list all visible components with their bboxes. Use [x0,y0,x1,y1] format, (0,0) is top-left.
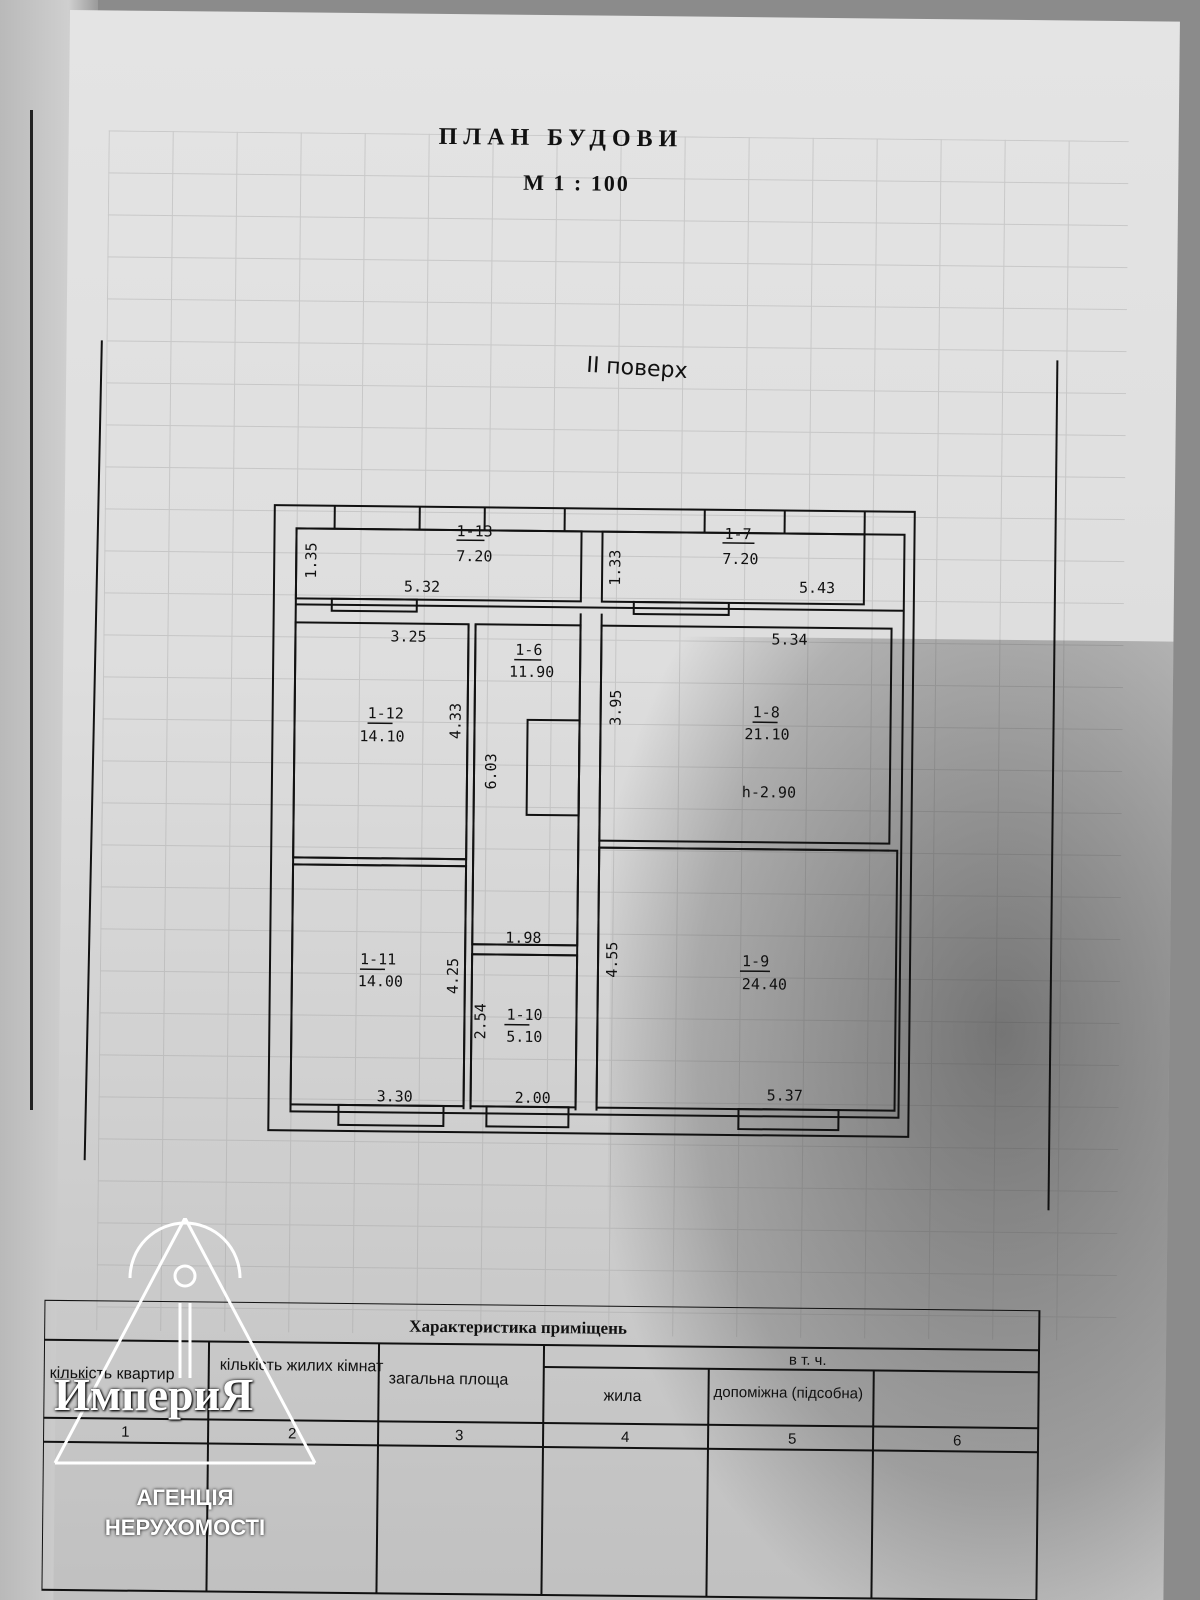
watermark-agency: АГЕНЦІЯ НЕРУХОМОСТІ [40,1483,330,1543]
dimension: 5.34 [771,630,807,648]
room-id: 1-11 [360,950,396,968]
dimension: 1.33 [606,550,624,586]
window-sill [485,1105,570,1129]
room-id: 1-10 [506,1006,542,1024]
room-area: 21.10 [744,725,789,743]
ceiling-height: h-2.90 [742,783,796,802]
window-sill [737,1108,840,1132]
column-number: 4 [621,1429,630,1446]
room-id: 1-12 [368,704,404,722]
room-id: 1-9 [742,952,769,970]
room-area: 14.00 [358,972,403,990]
room-area: 7.20 [456,547,492,565]
partition [295,603,904,612]
dimension: 1.98 [505,929,541,947]
group-header: в т. ч. [789,1352,827,1369]
room-area: 24.40 [742,975,787,993]
watermark-brand: ИмпериЯ [54,1369,254,1420]
room-area: 14.10 [359,727,404,745]
dimension: 3.30 [377,1087,413,1105]
partition [293,856,467,861]
dimension: 2.54 [471,1003,489,1039]
dimension: 4.25 [444,958,462,994]
room-id: 1-6 [515,641,542,659]
floor-plan: 1-13 7.20 1-7 7.20 1-6 11.90 1-12 14.10 … [267,504,916,1138]
watermark-line: НЕРУХОМОСТІ [104,1515,266,1540]
table-heading: Характеристика приміщень [409,1317,627,1338]
characteristics-table: Характеристика приміщень кількість кварт… [41,1299,1041,1600]
logo-emblem [53,1218,317,1465]
room-1-13 [294,527,583,603]
column-number: 5 [788,1431,797,1448]
room-1-7 [600,530,866,606]
dimension: 1.35 [302,542,320,578]
room-area: 5.10 [506,1028,542,1046]
window-sill [330,597,418,613]
room-id: 1-8 [753,703,780,721]
partition [472,943,578,947]
column-header: загальна площа [389,1370,509,1388]
dimension: 3.25 [390,627,426,645]
dimension: 5.43 [799,579,835,597]
dimension: 3.95 [607,690,625,726]
dimension: 6.03 [482,753,500,789]
watermark-logo: ИмпериЯ АГЕНЦІЯ НЕРУХОМОСТІ [40,1218,330,1558]
column-header: допоміжна (підсобна) [713,1384,863,1403]
column-number: 2 [288,1425,297,1442]
room-id: 1-7 [724,525,751,543]
outer-wall [267,504,916,1138]
window-sill [632,600,730,616]
dimension: 2.00 [515,1089,551,1107]
dimension: 4.55 [603,942,621,978]
column-header: кількість квартир [50,1365,175,1383]
room-id: 1-13 [456,522,492,540]
left-page-frame [0,110,33,1110]
document-sheet: ПЛАН БУДОВИ М 1 : 100 II поверх [41,10,1180,1600]
watermark-line: АГЕНЦІЯ [136,1485,234,1510]
room-area: 11.90 [509,663,554,681]
column-header: жила [603,1388,641,1405]
room-1-8 [598,624,893,845]
room-area: 7.20 [722,550,758,568]
column-number: 1 [121,1424,130,1441]
dimension: 5.37 [767,1086,803,1104]
dimension: 4.33 [446,703,464,739]
dimension: 5.32 [404,578,440,596]
stove [525,718,581,817]
column-number: 6 [953,1432,962,1449]
column-number: 3 [455,1427,464,1444]
window-sill [337,1103,445,1127]
